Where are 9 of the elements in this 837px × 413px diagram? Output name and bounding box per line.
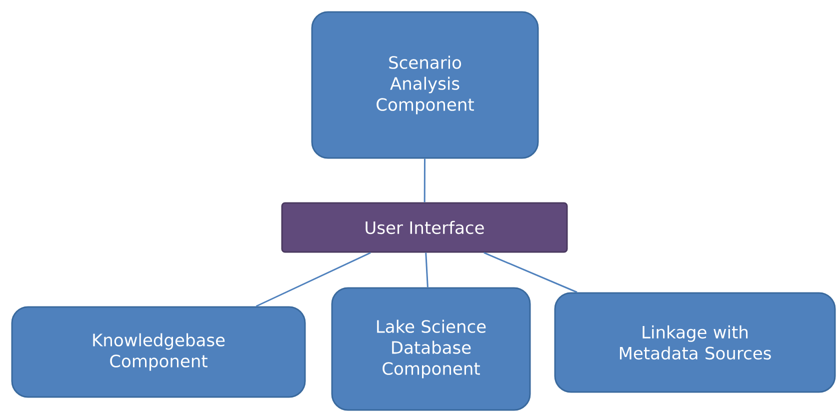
connector-line xyxy=(484,252,578,293)
connector-line xyxy=(424,158,426,202)
component-box: Linkage with Metadata Sources xyxy=(554,292,836,393)
component-box: Lake Science Database Component xyxy=(331,287,531,411)
connector-line xyxy=(256,252,371,307)
component-box: Knowledgebase Component xyxy=(11,306,306,398)
connector-line xyxy=(425,252,428,288)
interface-box: User Interface xyxy=(281,202,568,253)
component-box: Scenario Analysis Component xyxy=(311,11,539,159)
